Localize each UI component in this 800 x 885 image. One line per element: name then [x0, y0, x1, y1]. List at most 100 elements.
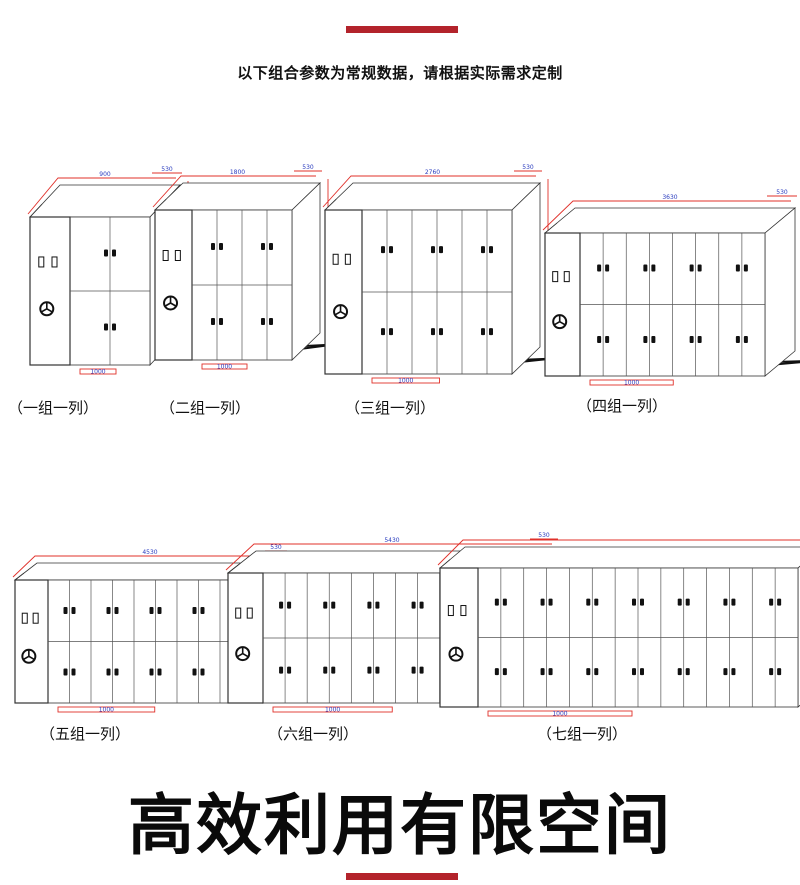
- door-handle: [200, 668, 205, 676]
- door-handle: [586, 668, 591, 676]
- base-dimension: [79, 368, 117, 375]
- door-handle: [261, 243, 265, 250]
- base-label: 1000: [624, 380, 639, 387]
- cabinet-top: [154, 182, 321, 211]
- door-handle: [279, 601, 284, 609]
- base-label: 1000: [325, 707, 340, 714]
- base-dimension: [57, 706, 156, 713]
- door-handle: [640, 668, 644, 676]
- label-slot: [447, 605, 454, 617]
- caption-group-5: （五组一列）: [40, 725, 131, 743]
- length-label: 1800: [230, 169, 245, 176]
- door-handle: [597, 335, 602, 343]
- door-handle: [777, 598, 782, 606]
- door-handle: [640, 598, 644, 606]
- door-handle: [375, 601, 380, 609]
- door-handle: [419, 601, 424, 609]
- door-handle: [219, 243, 223, 250]
- end-panel: [154, 209, 193, 361]
- cabinet-top: [543, 207, 797, 234]
- length-dimension: [152, 175, 316, 208]
- door-handle: [502, 668, 507, 676]
- hand-wheel-icon: [235, 646, 251, 662]
- cabinet-side: [764, 207, 796, 377]
- slogan: 高效利用有限空间: [128, 787, 672, 864]
- length-dimension: [437, 539, 800, 566]
- door-handle: [381, 328, 385, 336]
- depth-label: 530: [270, 544, 282, 551]
- door-handle: [71, 607, 76, 615]
- door-handle: [643, 264, 648, 272]
- door-handle: [375, 666, 380, 674]
- label-slot: [246, 607, 253, 619]
- door-handle: [685, 598, 690, 606]
- cabinet-group-3: 276053024001000: [322, 164, 561, 385]
- caption-group-7: （七组一列）: [537, 725, 628, 743]
- door-handle: [211, 243, 215, 250]
- depth-label: 530: [522, 164, 534, 171]
- door-handle: [777, 668, 782, 676]
- end-panel: [439, 567, 479, 708]
- door-handle: [439, 246, 443, 254]
- door-handle: [723, 668, 728, 676]
- door-handle: [219, 318, 223, 325]
- door-handle: [323, 666, 328, 674]
- door-handle: [439, 328, 443, 336]
- caption-group-1: （一组一列）: [8, 399, 99, 417]
- base-dimension: [201, 363, 248, 370]
- hand-wheel-icon: [163, 295, 179, 311]
- depth-label: 530: [538, 532, 550, 539]
- cabinet-group-4: 363053024001000: [542, 189, 800, 387]
- door-handle: [261, 318, 265, 325]
- hand-wheel-icon: [552, 314, 568, 330]
- door-handle: [677, 668, 682, 676]
- caption-group-4: （四组一列）: [577, 397, 668, 415]
- door-handle: [287, 601, 292, 609]
- label-slot: [162, 250, 169, 261]
- door-handle: [367, 601, 372, 609]
- door-handle: [548, 668, 553, 676]
- caption-group-3: （三组一列）: [345, 399, 436, 417]
- length-label: 900: [99, 171, 111, 178]
- cabinet-top: [324, 182, 541, 211]
- label-slot: [332, 253, 339, 265]
- door-handle: [769, 598, 774, 606]
- door-handle: [605, 335, 610, 343]
- door-handle: [114, 607, 119, 615]
- door-handle: [489, 246, 493, 254]
- base-dimension: [272, 706, 393, 713]
- door-handle: [651, 264, 656, 272]
- depth-label: 530: [776, 189, 788, 196]
- door-handle: [112, 323, 116, 331]
- door-handle: [594, 668, 599, 676]
- door-handle: [411, 601, 416, 609]
- door-handle: [200, 607, 205, 615]
- door-handle: [63, 668, 68, 676]
- door-handle: [431, 246, 435, 254]
- cabinet-group-7: 53024001000: [437, 539, 800, 718]
- hand-wheel-icon: [333, 304, 349, 320]
- length-dimension: [12, 555, 281, 578]
- door-handle: [605, 264, 610, 272]
- label-slot: [563, 271, 570, 283]
- door-handle: [735, 335, 740, 343]
- door-handle: [381, 246, 385, 254]
- door-handle: [769, 668, 774, 676]
- door-handle: [540, 668, 545, 676]
- caption-group-6: （六组一列）: [268, 725, 359, 743]
- door-handle: [594, 598, 599, 606]
- door-handle: [494, 598, 499, 606]
- length-label: 2760: [425, 169, 440, 176]
- door-handle: [685, 668, 690, 676]
- length-dimension: [322, 175, 536, 208]
- door-handle: [269, 318, 273, 325]
- door-handle: [106, 668, 111, 676]
- end-panel: [324, 209, 363, 375]
- bottom-accent-bar: [346, 873, 458, 880]
- door-handle: [651, 335, 656, 343]
- door-handle: [331, 601, 336, 609]
- door-handle: [743, 335, 748, 343]
- end-panel: [14, 579, 49, 704]
- door-handle: [211, 318, 215, 325]
- door-handle: [735, 264, 740, 272]
